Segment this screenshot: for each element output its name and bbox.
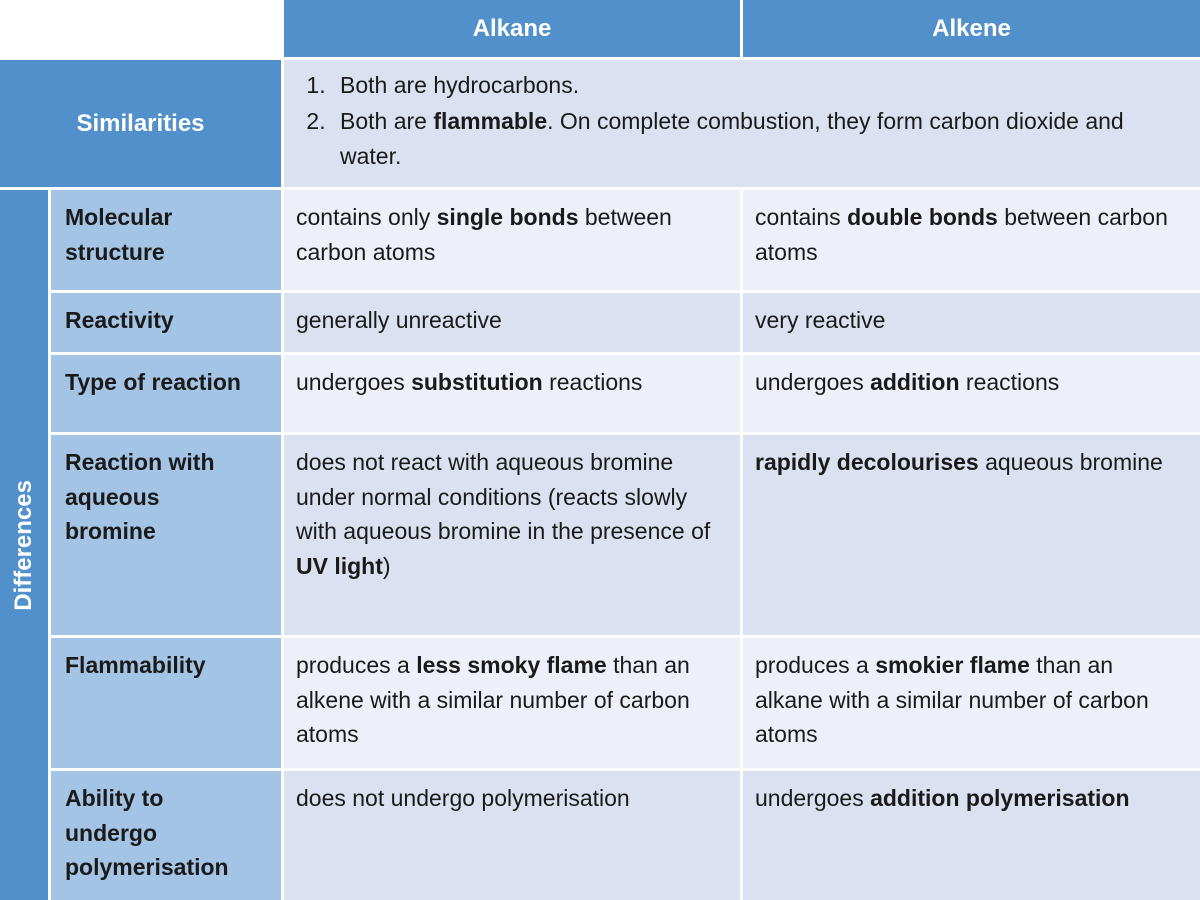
alkene-polymerisation-cell: undergoes addition polymerisation	[743, 771, 1200, 900]
alkane-flammability-cell: produces a less smoky flame than an alke…	[284, 638, 740, 768]
similarities-content: Both are hydrocarbons.Both are flammable…	[284, 60, 1200, 187]
alkane-polymerisation-cell: does not undergo polymerisation	[284, 771, 740, 900]
similarities-row-header: Similarities	[0, 60, 281, 187]
feature-label-polymerisation: Ability to undergo polymerisation	[51, 771, 281, 900]
similarities-list: Both are hydrocarbons.Both are flammable…	[284, 68, 1182, 175]
differences-label: Differences	[10, 479, 37, 611]
alkane-bromine-reaction-cell: does not react with aqueous bromine unde…	[284, 435, 740, 635]
alkene-reactivity-cell: very reactive	[743, 293, 1200, 352]
feature-label-type-of-reaction: Type of reaction	[51, 355, 281, 432]
column-header-alkene: Alkene	[743, 0, 1200, 57]
alkene-bromine-reaction-cell: rapidly decolourises aqueous bromine	[743, 435, 1200, 635]
similarities-list-item: Both are flammable. On complete combusti…	[332, 104, 1182, 175]
corner-cell	[0, 0, 281, 57]
alkene-flammability-cell: produces a smokier flame than an alkane …	[743, 638, 1200, 768]
feature-label-flammability: Flammability	[51, 638, 281, 768]
alkene-molecular-structure-cell: contains double bonds between carbon ato…	[743, 190, 1200, 290]
differences-row-header: Differences	[0, 190, 48, 900]
column-header-alkane: Alkane	[284, 0, 740, 57]
alkane-molecular-structure-cell: contains only single bonds between carbo…	[284, 190, 740, 290]
alkene-type-of-reaction-cell: undergoes addition reactions	[743, 355, 1200, 432]
alkane-reactivity-cell: generally unreactive	[284, 293, 740, 352]
feature-label-reaction-with-aqueous-bromine: Reaction with aqueous bromine	[51, 435, 281, 635]
similarities-list-item: Both are hydrocarbons.	[332, 68, 1182, 104]
feature-label-molecular-structure: Molecular structure	[51, 190, 281, 290]
alkane-type-of-reaction-cell: undergoes substitution reactions	[284, 355, 740, 432]
feature-label-reactivity: Reactivity	[51, 293, 281, 352]
